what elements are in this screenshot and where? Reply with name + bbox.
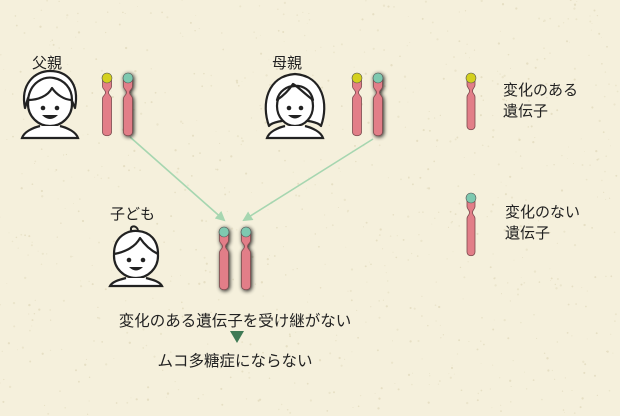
- down-triangle-icon: [230, 331, 244, 343]
- child-label: 子ども: [110, 205, 156, 223]
- caption-line2: ムコ多糖症にならない: [157, 352, 313, 370]
- legend-changed-line2: 遺伝子: [503, 102, 549, 120]
- mother-chromosome-changed: [351, 72, 363, 137]
- child-chromosome-1: [218, 226, 230, 291]
- legend-unchanged-line1: 変化のない: [505, 203, 581, 221]
- legend-changed-chromosome: [465, 72, 477, 131]
- mother-chromosome-unchanged: [372, 72, 384, 137]
- legend-unchanged-line2: 遺伝子: [505, 224, 551, 242]
- changed-gene-marker: [351, 72, 363, 84]
- child-chromosome-2: [240, 226, 252, 291]
- unchanged-gene-marker: [465, 192, 477, 204]
- father-chromosome-unchanged: [122, 72, 134, 137]
- unchanged-gene-marker: [372, 72, 384, 84]
- father-label: 父親: [32, 54, 63, 72]
- mother-label: 母親: [272, 54, 303, 72]
- changed-gene-marker: [101, 72, 113, 84]
- child-face-icon: [108, 225, 164, 288]
- caption-line1: 変化のある遺伝子を受け継がない: [118, 312, 352, 330]
- unchanged-gene-marker: [218, 226, 230, 238]
- legend-changed-line1: 変化のある: [503, 81, 579, 99]
- unchanged-gene-marker: [240, 226, 252, 238]
- legend-unchanged-label: 変化のない 遺伝子: [505, 202, 580, 244]
- legend-changed-label: 変化のある 遺伝子: [503, 80, 578, 122]
- legend-unchanged-chromosome: [465, 192, 477, 257]
- changed-gene-marker: [465, 72, 477, 84]
- inheritance-arrow-father: [129, 136, 226, 222]
- inheritance-arrow-mother: [242, 138, 374, 222]
- father-chromosome-changed: [101, 72, 113, 137]
- boy-face-icon: [20, 69, 80, 140]
- unchanged-gene-marker: [122, 72, 134, 84]
- girl-face-icon: [264, 72, 326, 140]
